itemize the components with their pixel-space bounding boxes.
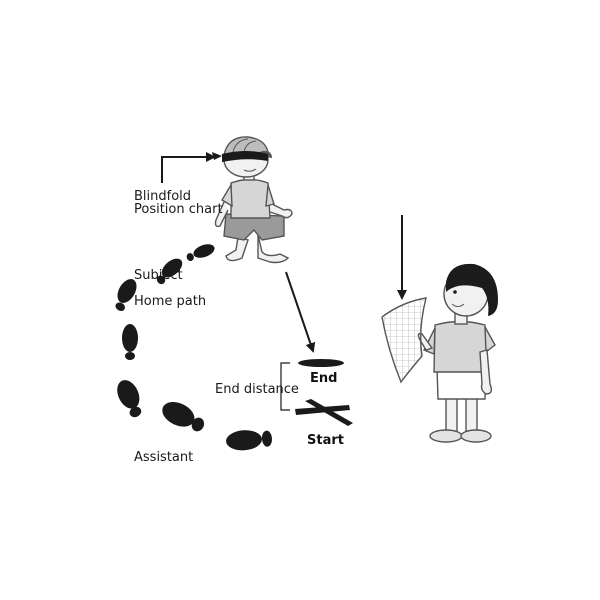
label-end: End <box>310 371 337 386</box>
label-start: Start <box>307 433 344 448</box>
label-blindfold: Blindfold <box>134 189 191 204</box>
home-path-footprints <box>115 244 272 451</box>
end-distance-bracket <box>280 362 290 411</box>
walk-direction-arrow <box>285 271 316 353</box>
footprint-icon <box>162 402 205 432</box>
chart-sheet-icon <box>381 297 427 384</box>
blindfold-pointer-arrow <box>161 152 216 183</box>
label-home-path: Home path <box>134 294 206 309</box>
footprint-icon <box>115 279 137 311</box>
subject-figure <box>212 136 293 264</box>
cross-mark-icon <box>295 399 353 426</box>
label-position-chart: Position chart <box>134 202 223 217</box>
footprint-icon <box>122 324 138 360</box>
footprint-icon <box>186 244 215 262</box>
footprint-icon <box>117 380 142 418</box>
label-end-distance: End distance <box>215 382 299 397</box>
end-position-marker <box>298 359 344 367</box>
label-subject: Subject <box>134 268 183 283</box>
footprint-icon <box>226 430 272 451</box>
label-assistant: Assistant <box>134 450 193 465</box>
footprint-icon <box>156 258 183 285</box>
assistant-figure <box>381 263 498 443</box>
